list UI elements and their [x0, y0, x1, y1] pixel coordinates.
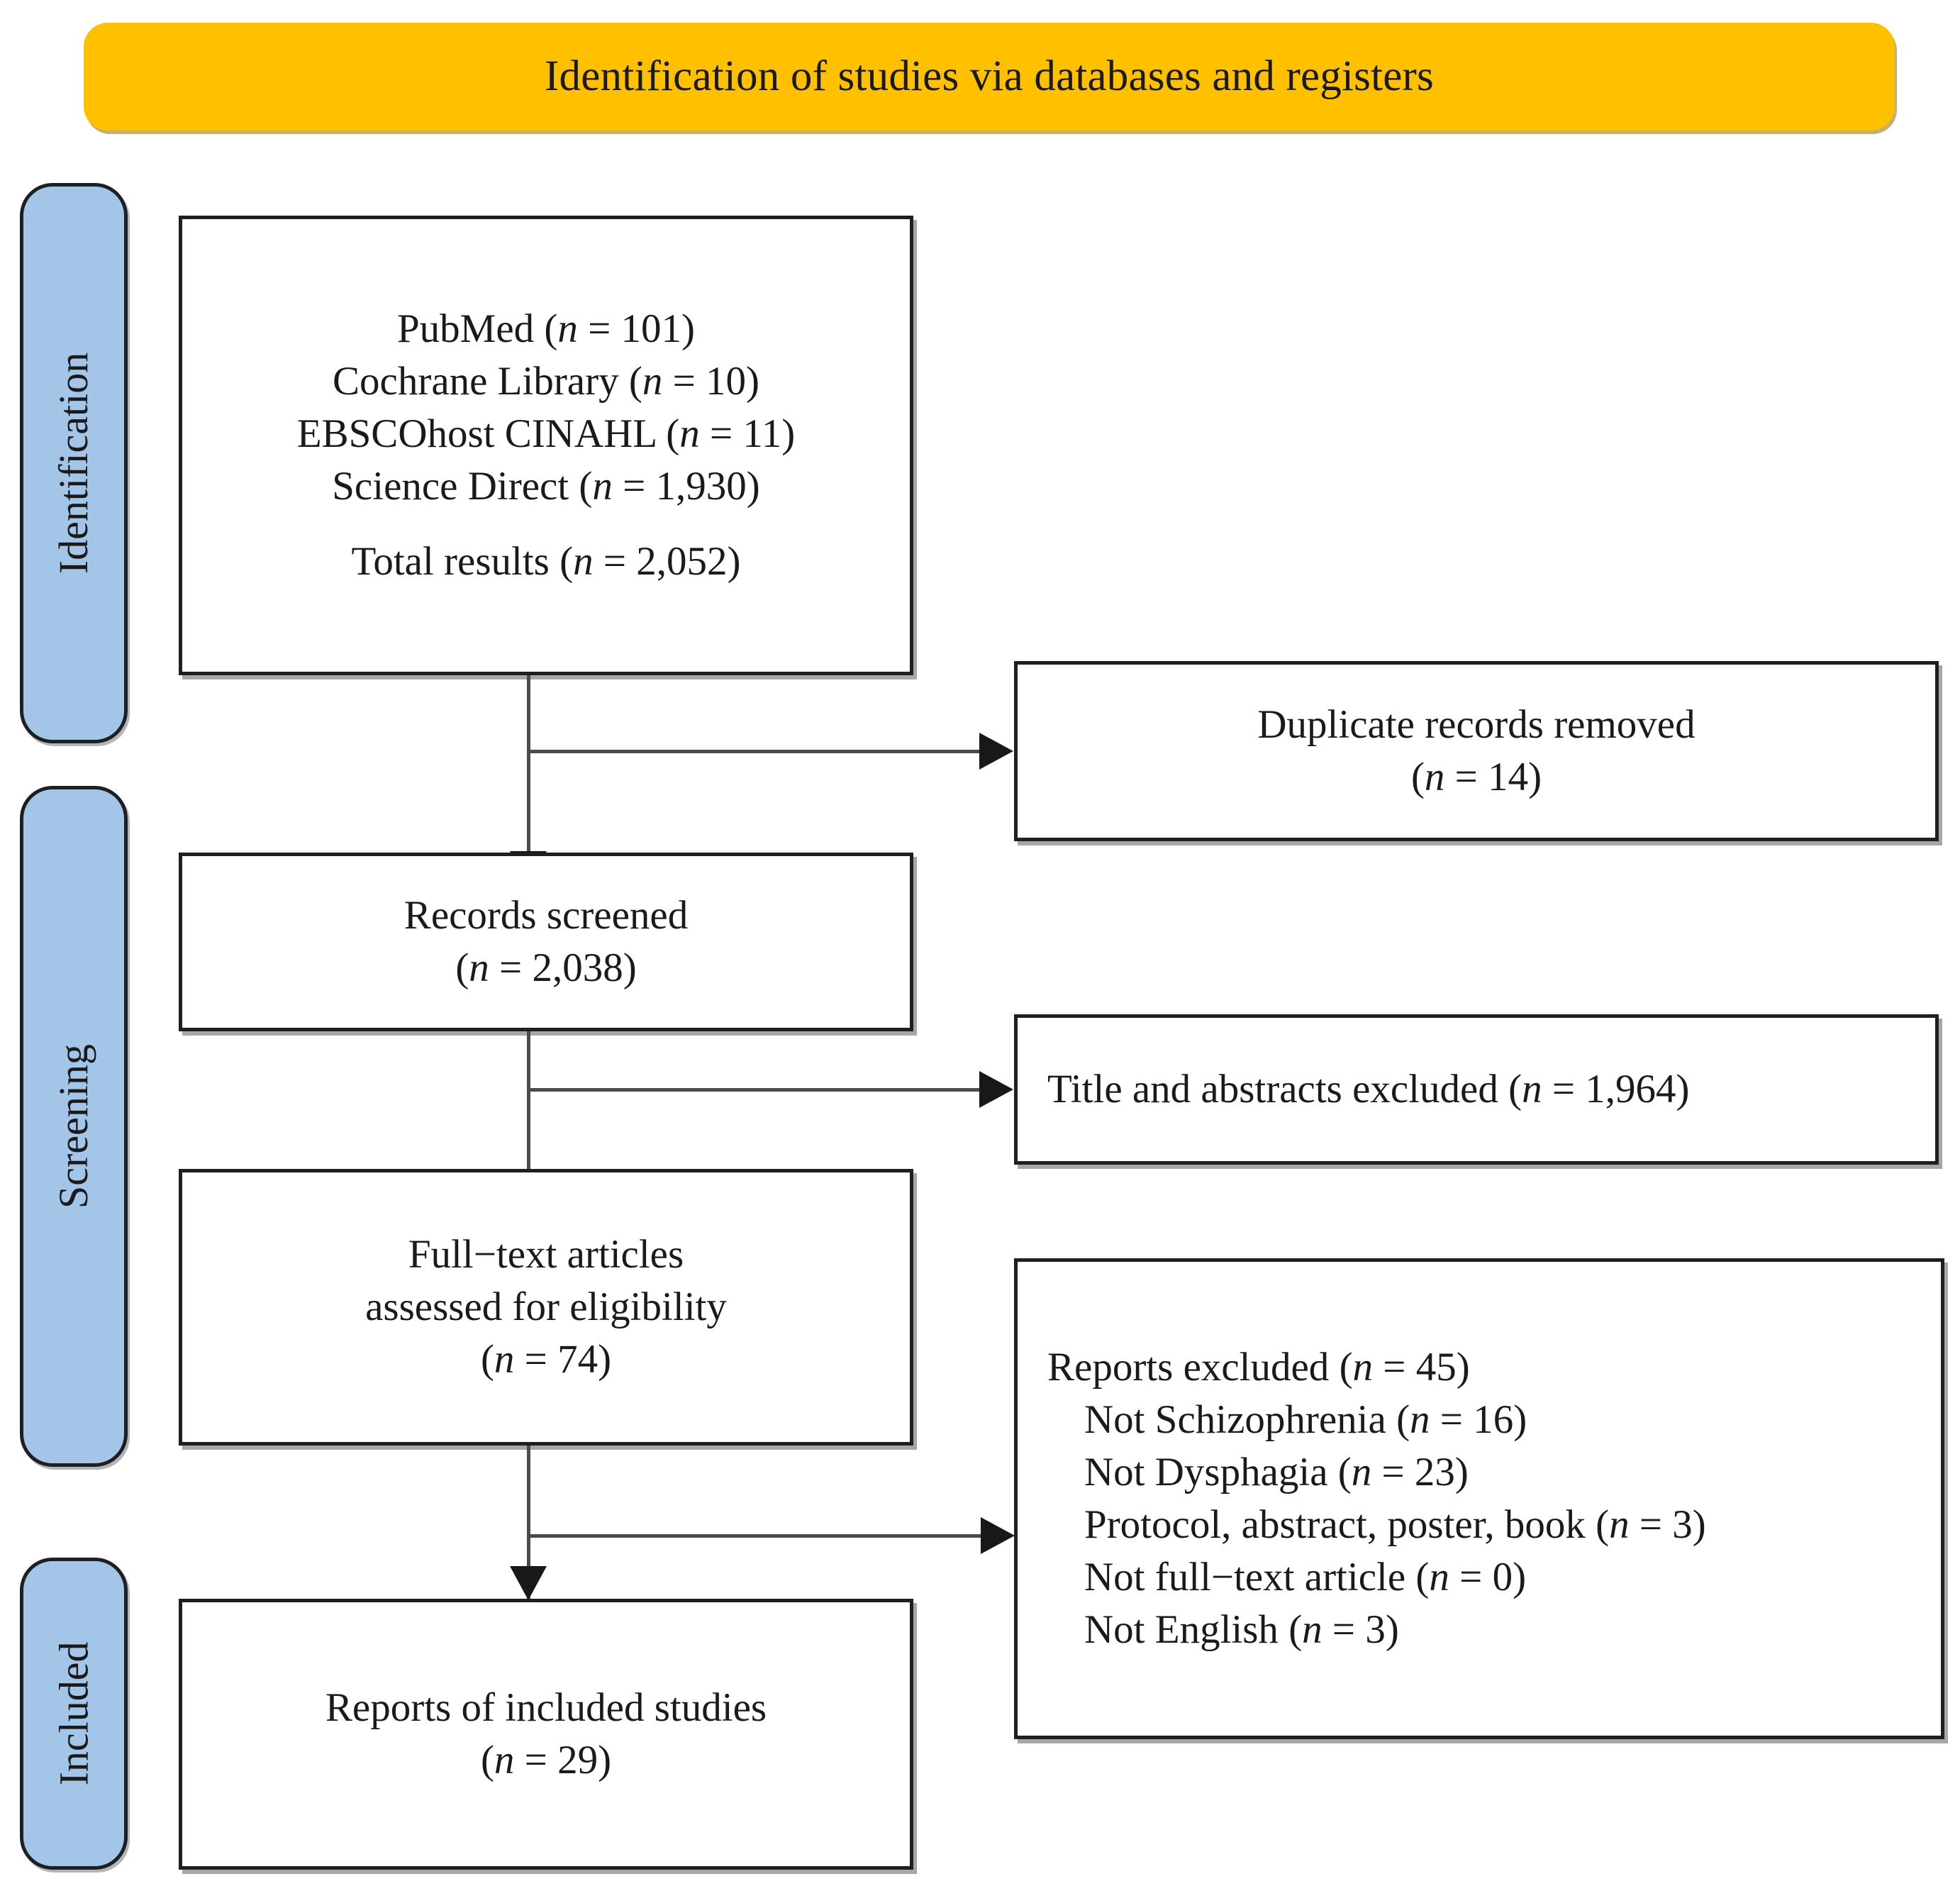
stage-label-included: Included: [20, 1558, 128, 1870]
source-line-pubmed: PubMed (n = 101): [396, 306, 696, 352]
source-line-total: Total results (n = 2,052): [351, 538, 741, 584]
arrowhead-right-title-excluded: [979, 1071, 1013, 1108]
records-screened-text: Records screened (n = 2,038): [403, 892, 689, 990]
fulltext-assessed-text: Full−text articles assessed for eligibil…: [365, 1231, 727, 1382]
stage-label-identification: Identification: [20, 183, 128, 743]
box-reports-excluded: Reports excluded (n = 45) Not Schizophre…: [1014, 1258, 1944, 1739]
n-symbol: n: [1522, 1066, 1542, 1111]
n-symbol: n: [1424, 755, 1445, 799]
connector-vertical-fulltext-to-included: [527, 1446, 530, 1631]
arrowhead-right-reports-excluded: [981, 1517, 1015, 1554]
arrowhead-right-duplicates: [979, 733, 1013, 770]
spacer: [182, 513, 910, 535]
n-symbol: n: [1429, 1555, 1449, 1600]
n-symbol: n: [1410, 1397, 1430, 1442]
box-reports-of-included-studies: Reports of included studies (n = 29): [179, 1599, 913, 1870]
n-symbol: n: [469, 945, 489, 990]
diagram-title: Identification of studies via databases …: [545, 52, 1434, 101]
n-symbol: n: [642, 359, 663, 404]
reports-excluded-reason: Not Dysphagia (n = 23): [1084, 1449, 1469, 1494]
n-symbol: n: [1351, 1449, 1372, 1494]
box-title-abstracts-excluded: Title and abstracts excluded (n = 1,964): [1014, 1014, 1939, 1165]
diagram-title-banner: Identification of studies via databases …: [84, 23, 1895, 131]
connector-vertical-identification-to-screened: [527, 675, 530, 882]
source-line-cochrane: Cochrane Library (n = 10): [333, 359, 759, 404]
stage-label-included-text: Included: [50, 1641, 97, 1786]
stage-label-identification-text: Identification: [50, 352, 96, 575]
duplicates-text: Duplicate records removed (n = 14): [1257, 701, 1695, 799]
box-records-screened: Records screened (n = 2,038): [179, 853, 913, 1031]
source-line-ebsco: EBSCOhost CINAHL (n = 11): [296, 411, 796, 457]
source-line-sciencedirect: Science Direct (n = 1,930): [332, 464, 760, 509]
reports-excluded-header: Reports excluded (n = 45): [1047, 1344, 1470, 1389]
reports-excluded-reason: Not English (n = 3): [1084, 1607, 1399, 1653]
n-symbol: n: [1352, 1344, 1374, 1389]
box-fulltext-assessed-for-eligibility: Full−text articles assessed for eligibil…: [179, 1169, 913, 1446]
connector-vertical-screened-to-fulltext: [527, 1031, 530, 1204]
reports-excluded-text: Reports excluded (n = 45) Not Schizophre…: [1018, 1341, 1941, 1657]
n-symbol: n: [494, 1337, 515, 1382]
reports-excluded-reason: Not full−text article (n = 0): [1084, 1555, 1527, 1600]
n-symbol: n: [1609, 1502, 1630, 1547]
box-identification-sources: PubMed (n = 101) Cochrane Library (n = 1…: [179, 216, 913, 675]
box-duplicate-records-removed: Duplicate records removed (n = 14): [1014, 661, 1939, 841]
stage-label-screening-text: Screening: [50, 1044, 97, 1209]
n-symbol: n: [494, 1738, 515, 1782]
reports-included-text: Reports of included studies (n = 29): [325, 1685, 767, 1782]
n-symbol: n: [1302, 1607, 1323, 1653]
connector-horizontal-to-duplicates: [527, 750, 979, 753]
n-symbol: n: [592, 464, 613, 509]
n-symbol: n: [679, 411, 700, 457]
n-symbol: n: [557, 306, 578, 352]
stage-label-screening: Screening: [20, 786, 128, 1467]
title-abstracts-excluded-text: Title and abstracts excluded (n = 1,964): [1047, 1066, 1690, 1111]
connector-horizontal-to-title-excluded: [527, 1088, 979, 1092]
arrowhead-down-reports-included: [510, 1566, 547, 1600]
identification-sources-text: PubMed (n = 101) Cochrane Library (n = 1…: [182, 303, 910, 588]
connector-horizontal-to-reports-excluded: [527, 1534, 981, 1538]
reports-excluded-reason: Not Schizophrenia (n = 16): [1084, 1397, 1527, 1442]
n-symbol: n: [573, 538, 594, 584]
reports-excluded-reason: Protocol, abstract, poster, book (n = 3): [1084, 1502, 1706, 1547]
